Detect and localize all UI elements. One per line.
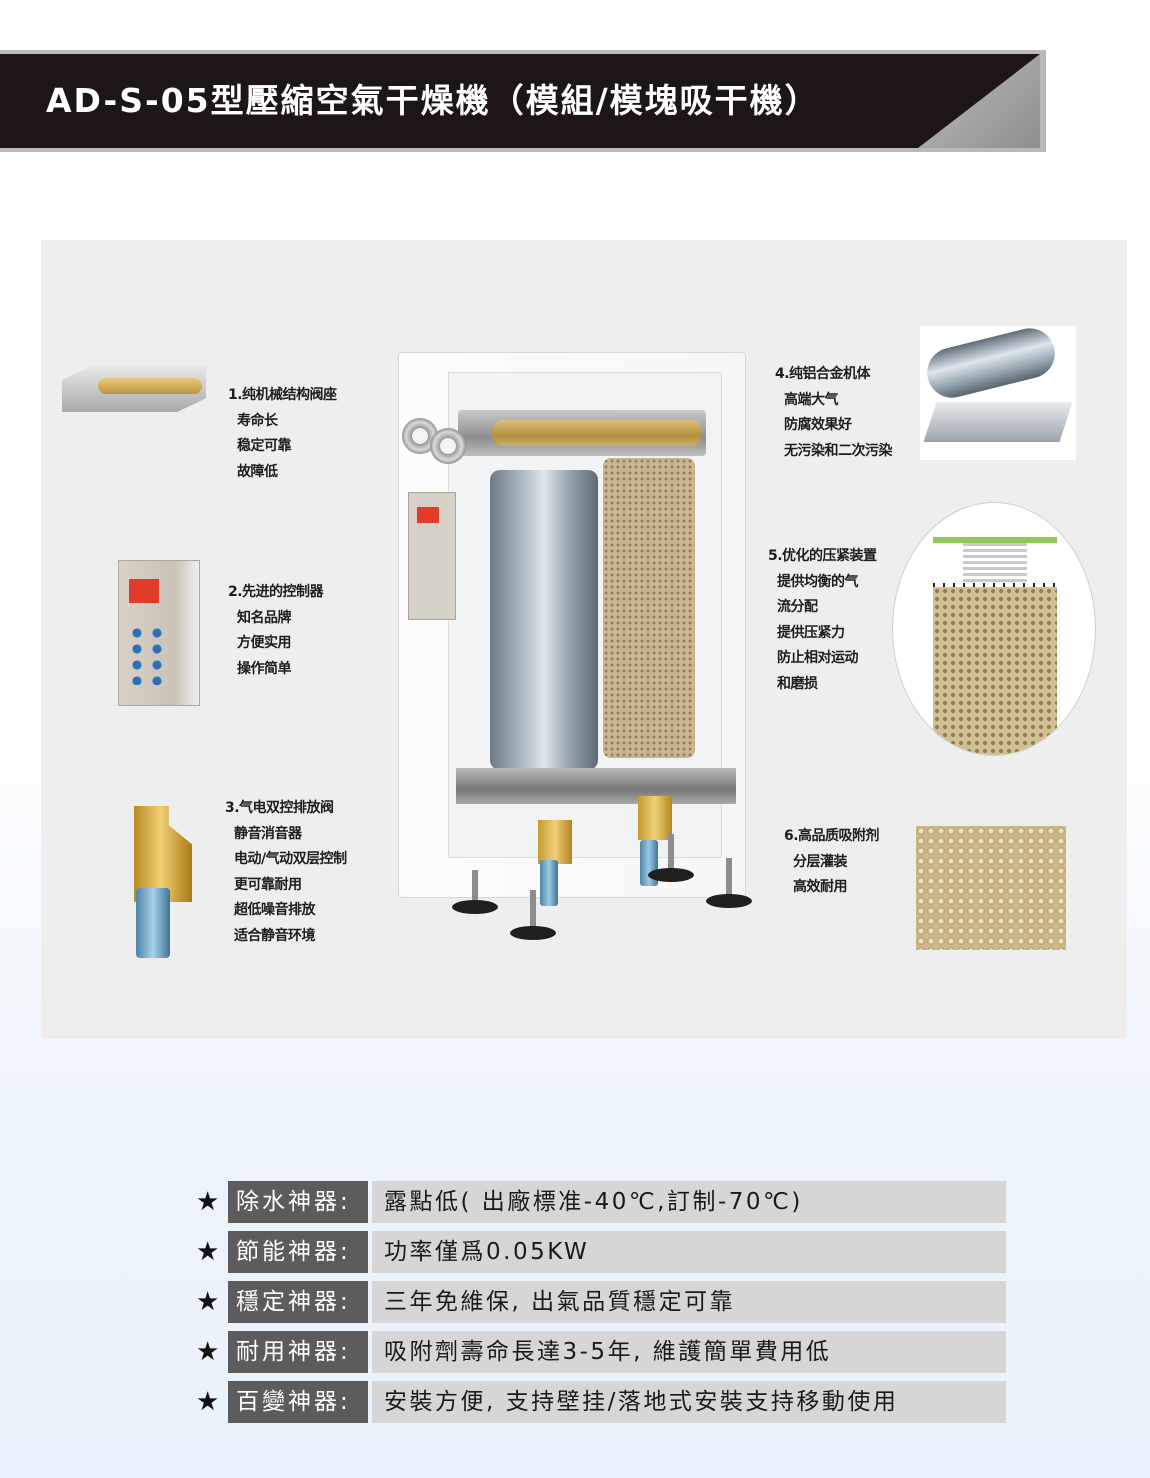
leveling-foot — [648, 868, 694, 882]
spec-row-energy: ★ 節能神器: 功率僅爲0.05KW — [196, 1231, 1008, 1273]
spec-text: 安裝方便, 支持壁挂/落地式安裝支持移動使用 — [372, 1381, 1006, 1423]
spec-text: 三年免維保, 出氣品質穩定可靠 — [372, 1281, 1006, 1323]
spec-text: 露點低( 出廠標准-40℃,訂制-70℃) — [372, 1181, 1006, 1223]
spec-text: 功率僅爲0.05KW — [372, 1231, 1006, 1273]
spec-row-versatility: ★ 百變神器: 安裝方便, 支持壁挂/落地式安裝支持移動使用 — [196, 1381, 1008, 1423]
feature-sub: 知名品牌 — [237, 609, 292, 626]
star-icon: ★ — [196, 1337, 220, 1367]
compression-device-image — [892, 502, 1096, 756]
feature-desiccant: 6.高品质吸附剂 分层灌装 高效耐用 — [784, 824, 880, 901]
led-display — [417, 507, 439, 523]
feature-sub: 稳定可靠 — [237, 438, 291, 454]
feature-sub: 高效耐用 — [793, 879, 848, 895]
controller-image — [118, 560, 200, 706]
desiccant-tower-left — [490, 470, 598, 770]
feature-sub: 超低噪音排放 — [234, 902, 315, 918]
foot-stem — [472, 870, 478, 908]
title-banner — [0, 54, 1040, 148]
spec-label: 除水神器: — [228, 1181, 368, 1223]
feature-head: 4.纯铝合金机体 — [775, 366, 871, 382]
feature-sub: 方便实用 — [237, 635, 292, 651]
feature-compression-device: 5.优化的压紧装置 提供均衡的气 流分配 提供压紧力 防止相对运动 和磨损 — [768, 544, 877, 697]
feature-sub: 寿命长 — [237, 412, 278, 429]
pressure-plate — [933, 537, 1057, 543]
page-title: AD-S-05型壓縮空氣干燥機（模組/模塊吸干機） — [46, 81, 820, 120]
force-arrows — [933, 583, 1057, 589]
spec-row-dewpoint: ★ 除水神器: 露點低( 出廠標准-40℃,訂制-70℃) — [196, 1181, 1008, 1223]
foot-stem — [726, 858, 732, 896]
feature-sub: 静音消音器 — [234, 825, 302, 842]
spec-label: 百變神器: — [228, 1381, 368, 1423]
spec-text: 吸附劑壽命長達3-5年, 維護簡單費用低 — [372, 1331, 1006, 1373]
feature-sub: 适合静音环境 — [234, 927, 315, 944]
spring — [963, 543, 1027, 583]
led-display — [129, 579, 159, 603]
leveling-foot — [452, 900, 498, 914]
feature-sub: 提供压紧力 — [777, 624, 845, 641]
feature-head: 5.优化的压紧装置 — [768, 548, 877, 564]
silencer — [540, 860, 558, 906]
feature-sub: 电动/气动双层控制 — [234, 851, 347, 867]
pressure-gauge-icon — [430, 428, 466, 464]
feature-head: 1.纯机械结构阀座 — [228, 387, 337, 403]
feature-sub: 无污染和二次污染 — [784, 442, 893, 459]
exhaust-silencer-image — [136, 888, 170, 958]
aluminum-base — [923, 402, 1073, 442]
feature-sub: 高端大气 — [784, 391, 839, 408]
feature-sub: 故障低 — [237, 463, 278, 480]
dryer-controller — [408, 492, 456, 620]
leveling-foot — [510, 926, 556, 940]
feature-sub: 流分配 — [777, 599, 818, 615]
feature-sub: 操作简单 — [237, 660, 292, 677]
feature-aluminum-body: 4.纯铝合金机体 高端大气 防腐效果好 无污染和二次污染 — [775, 362, 893, 464]
desiccant-bed — [933, 587, 1057, 755]
spec-label: 耐用神器: — [228, 1331, 368, 1373]
star-icon: ★ — [196, 1237, 220, 1267]
top-valve-block — [492, 420, 702, 446]
controller-buttons — [127, 625, 167, 685]
spec-label: 節能神器: — [228, 1231, 368, 1273]
feature-sub: 提供均衡的气 — [777, 573, 858, 590]
feature-sub: 分层灌装 — [793, 853, 848, 870]
feature-head: 6.高品质吸附剂 — [784, 828, 880, 844]
feature-head: 2.先进的控制器 — [228, 584, 324, 600]
feature-sub: 防止相对运动 — [777, 650, 858, 666]
star-icon: ★ — [196, 1187, 220, 1217]
drain-valve — [538, 820, 572, 864]
feature-sub: 防腐效果好 — [784, 417, 852, 433]
feature-head: 3.气电双控排放阀 — [225, 800, 334, 816]
feature-controller: 2.先进的控制器 知名品牌 方便实用 操作简单 — [228, 580, 324, 682]
bottom-manifold — [456, 768, 736, 804]
spec-row-stability: ★ 穩定神器: 三年免維保, 出氣品質穩定可靠 — [196, 1281, 1008, 1323]
desiccant-tower-right — [603, 458, 695, 758]
star-icon: ★ — [196, 1387, 220, 1417]
desiccant-beads-image — [916, 826, 1066, 950]
star-icon: ★ — [196, 1287, 220, 1317]
feature-sub: 和磨损 — [777, 675, 818, 692]
feature-drain-valve: 3.气电双控排放阀 静音消音器 电动/气动双层控制 更可靠耐用 超低噪音排放 适… — [225, 796, 347, 949]
leveling-foot — [706, 894, 752, 908]
spec-row-durability: ★ 耐用神器: 吸附劑壽命長達3-5年, 維護簡單費用低 — [196, 1331, 1008, 1373]
drain-valve — [638, 796, 672, 840]
feature-valve-seat: 1.纯机械结构阀座 寿命长 稳定可靠 故障低 — [228, 383, 337, 485]
feature-sub: 更可靠耐用 — [234, 876, 302, 893]
valve-seat-brass — [98, 378, 202, 394]
foot-stem — [668, 834, 674, 872]
foot-stem — [530, 890, 536, 928]
spec-label: 穩定神器: — [228, 1281, 368, 1323]
